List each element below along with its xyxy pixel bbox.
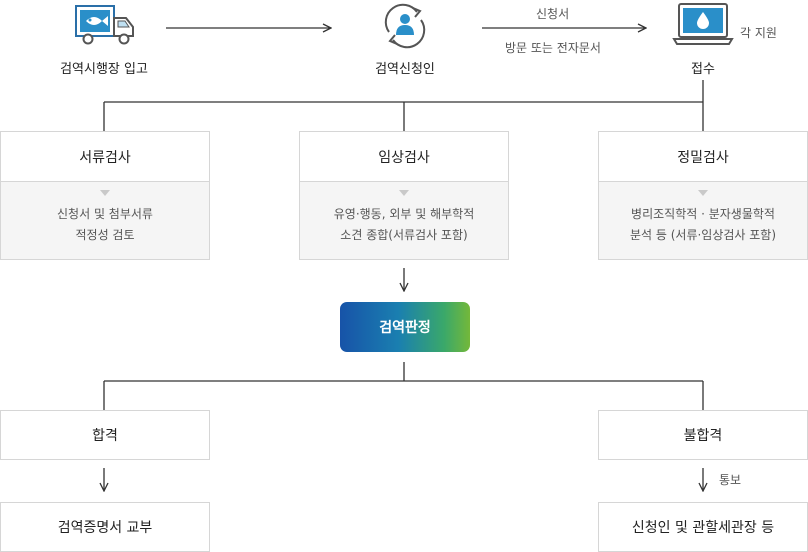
description-line: 병리조직학적 · 분자생물학적 (631, 206, 775, 221)
description-line: 소견 종합(서류검사 포함) (340, 227, 468, 242)
description-line: 신청서 및 첨부서류 (57, 206, 153, 221)
step-receipt-label: 접수 (691, 62, 715, 77)
result-certificate: 검역증명서 교부 (0, 502, 210, 552)
description-line: 적정성 검토 (75, 227, 135, 242)
inspection-clinical: 임상검사 유영·행동, 외부 및 해부학적 소견 종합(서류검사 포함) (299, 131, 509, 260)
outcome-pass: 합격 (0, 410, 210, 460)
inspection-precision: 정밀검사 병리조직학적 · 분자생물학적 분석 등 (서류·임상검사 포함) (598, 131, 808, 260)
outcome-fail: 불합격 (598, 410, 808, 460)
down-triangle-icon (100, 190, 110, 196)
description-line: 분석 등 (서류·임상검사 포함) (629, 227, 777, 242)
arrow-top-label: 신청서 (536, 7, 570, 21)
description-line: 유영·행동, 외부 및 해부학적 (333, 206, 475, 221)
inspection-description: 병리조직학적 · 분자생물학적 분석 등 (서류·임상검사 포함) (599, 182, 807, 259)
down-triangle-icon (399, 190, 409, 196)
arrow-bottom-label: 방문 또는 전자문서 (505, 41, 601, 55)
step-entry-label: 검역시행장 입고 (60, 62, 148, 77)
inspection-title: 서류검사 (1, 132, 209, 182)
inspection-description: 유영·행동, 외부 및 해부학적 소견 종합(서류검사 포함) (300, 182, 508, 259)
inspection-title: 임상검사 (300, 132, 508, 182)
laptop-icon (672, 3, 734, 45)
inspection-document: 서류검사 신청서 및 첨부서류 적정성 검토 (0, 131, 210, 260)
down-triangle-icon (698, 190, 708, 196)
applicant-cycle-icon (384, 3, 426, 49)
decision-badge: 검역판정 (340, 302, 470, 352)
notify-label: 통보 (719, 473, 742, 487)
side-note: 각 지원 (740, 26, 777, 40)
step-applicant-label: 검역신청인 (375, 62, 435, 77)
result-notify-recipients: 신청인 및 관할세관장 등 (598, 502, 808, 552)
inspection-title: 정밀검사 (599, 132, 807, 182)
truck-icon (75, 5, 134, 45)
inspection-description: 신청서 및 첨부서류 적정성 검토 (1, 182, 209, 259)
